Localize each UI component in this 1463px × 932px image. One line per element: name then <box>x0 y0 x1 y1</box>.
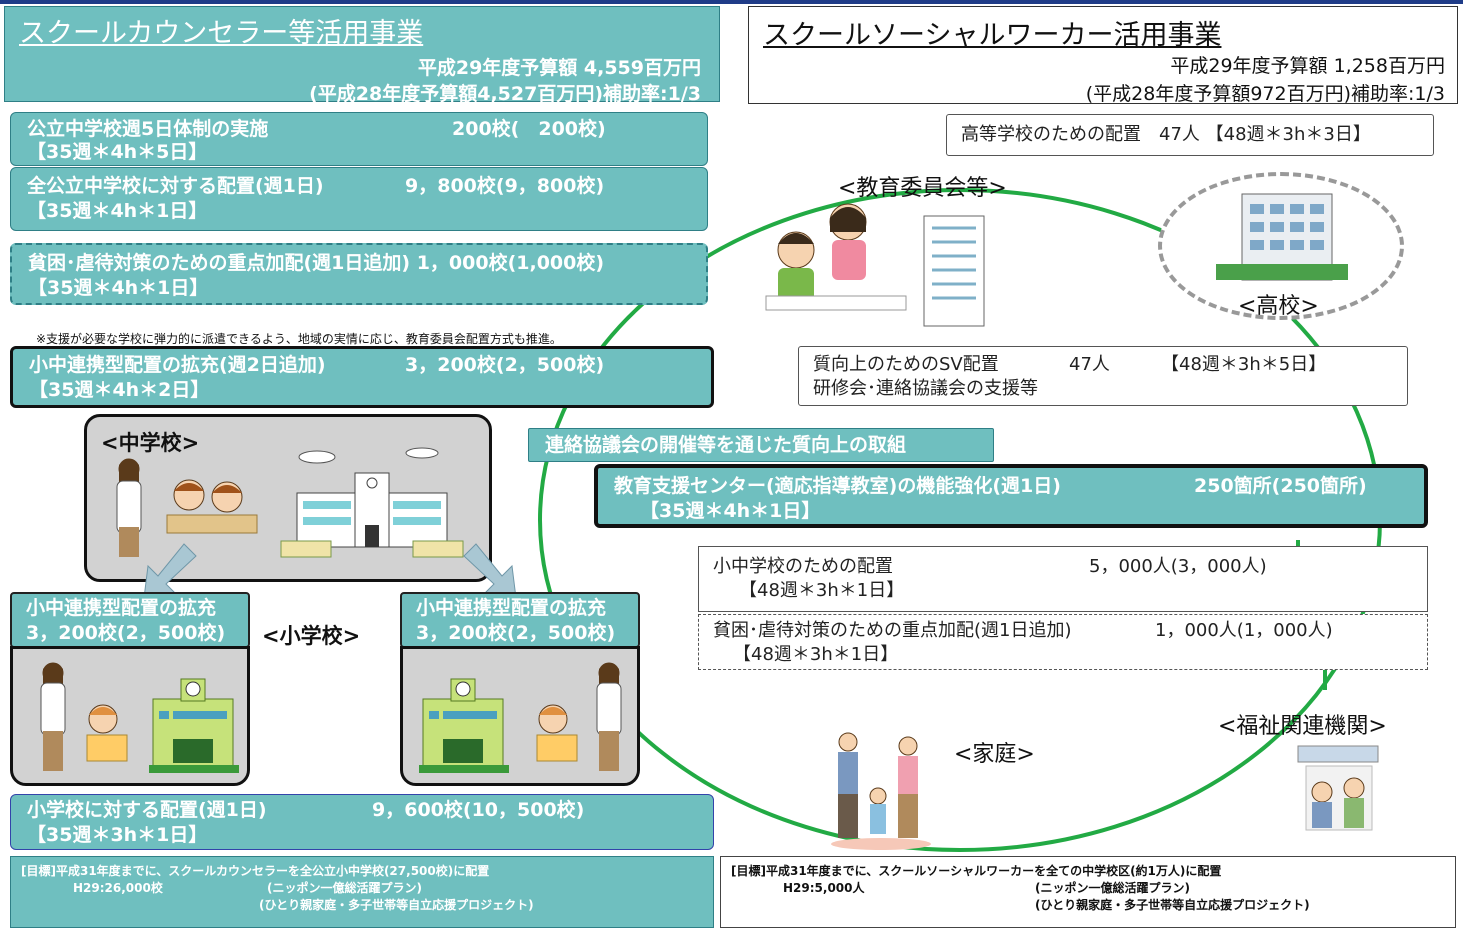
elementary-label: <小学校> <box>262 624 361 648</box>
arrow-down-left-icon <box>143 543 197 599</box>
teacher-figure <box>116 458 142 557</box>
box-label: 全公立中学校に対する配置(週1日) <box>27 175 324 197</box>
support-center-box: 教育支援センター(適応指導教室)の機能強化(週1日) 250箇所(250箇所) 【… <box>594 464 1428 528</box>
goal-h29: H29:26,000校 <box>73 881 163 895</box>
box-sub: 【35週＊4h＊1日】 <box>640 500 821 522</box>
box-value: 1，000人(1，000人) <box>1155 620 1333 641</box>
goal-plan: (ひとり親家庭・多子世帯等自立応援プロジェクト) <box>259 898 534 912</box>
box-value: 250箇所(250箇所) <box>1194 475 1367 497</box>
note-text: ※支援が必要な学校に弾力的に派遣できるよう、地域の実情に応じ、教育委員会配置方式… <box>36 332 562 346</box>
sc-header: スクールカウンセラー等活用事業 平成29年度予算額 4,559百万円 (平成28… <box>4 6 720 105</box>
box-label: 小中連携型配置の拡充 <box>26 597 217 619</box>
elem-expand-box-left: 小中連携型配置の拡充 3，200校(2，500校) <box>10 592 250 648</box>
liaison-box: 連絡協議会の開催等を通じた質向上の取組 <box>528 428 994 462</box>
goal-plan: (ニッポン一億総活躍プラン) <box>267 881 422 895</box>
box-sub: 【35週＊3h＊1日】 <box>27 824 208 846</box>
junior-high-panel: <中学校> <box>84 414 492 582</box>
box-sub: 【35週＊4h＊5日】 <box>27 141 208 163</box>
school-building-icon <box>280 447 464 558</box>
ssw-poverty-box: 貧困･虐待対策のための重点加配(週1日追加) 1，000人(1，000人) 【48… <box>698 614 1428 670</box>
box-value: 9，600校(10，500校) <box>372 799 585 821</box>
box-sub: 【48週＊3h＊5日】 <box>1161 354 1327 375</box>
elementary-panel-left <box>10 646 250 786</box>
ssw-school-placement-box: 小中学校のための配置 5，000人(3，000人) 【48週＊3h＊1日】 <box>698 546 1428 612</box>
board-scene-icon <box>765 203 985 327</box>
goal-text: [目標]平成31年度までに、スクールカウンセラーを全公立小中学校(27,500校… <box>21 864 490 878</box>
box-value: 200校( 200校) <box>452 118 606 140</box>
high-school-oval: <高校> <box>1158 172 1404 320</box>
ssw-budget: 平成29年度予算額 1,258百万円 <box>1170 55 1445 77</box>
box-label: 質向上のためのSV配置 <box>813 354 999 375</box>
goal-plan: (ニッポン一億総活躍プラン) <box>1035 881 1190 895</box>
sc-title: スクールカウンセラー等活用事業 <box>19 18 424 49</box>
board-label: <教育委員会等> <box>838 176 1007 201</box>
students-figure <box>166 479 258 534</box>
ssw-budget-prev: (平成28年度予算額972百万円)補助率:1/3 <box>1085 83 1445 105</box>
box-label: 小中連携型配置の拡充 <box>416 597 607 619</box>
box-label: 貧困･虐待対策のための重点加配(週1日追加) <box>713 620 1072 641</box>
goal-text: [目標]平成31年度までに、スクールソーシャルワーカーを全ての中学校区(約1万人… <box>731 864 1222 878</box>
elementary-panel-right <box>400 646 640 786</box>
box-sub: 【35週＊4h＊1日】 <box>27 200 208 222</box>
box-label: 貧困･虐待対策のための重点加配(週1日追加) 1，000校(1,000校) <box>28 252 605 274</box>
home-label: <家庭> <box>954 742 1035 767</box>
box-label: 教育支援センター(適応指導教室)の機能強化(週1日) <box>614 475 1061 497</box>
ssw-header: スクールソーシャルワーカー活用事業 平成29年度予算額 1,258百万円 (平成… <box>748 6 1458 105</box>
jh-link-box: 小中連携型配置の拡充(週2日追加) 3，200校(2，500校) 【35週＊4h＊… <box>10 346 714 408</box>
goal-plan: (ひとり親家庭・多子世帯等自立応援プロジェクト) <box>1035 898 1310 912</box>
box-value: 9，800校(9，800校) <box>405 175 605 197</box>
high-school-building-icon <box>1216 193 1348 281</box>
goal-box-right: [目標]平成31年度までに、スクールソーシャルワーカーを全ての中学校区(約1万人… <box>720 856 1456 928</box>
jh-5day-box: 公立中学校週5日体制の実施 200校( 200校) 【35週＊4h＊5日】 <box>10 112 708 166</box>
box-sub: 【35週＊4h＊1日】 <box>28 277 209 299</box>
box-value: 3，200校(2，500校) <box>416 622 616 644</box>
arrow-down-right-icon <box>463 543 517 599</box>
box-label: 小学校に対する配置(週1日) <box>27 799 267 821</box>
box-label: 小中連携型配置の拡充(週2日追加) <box>29 354 326 376</box>
goal-box-left: [目標]平成31年度までに、スクールカウンセラーを全公立小中学校(27,500校… <box>10 856 714 928</box>
elementary-scene-icon <box>419 662 622 773</box>
top-bar <box>0 0 1463 4</box>
welfare-label: <福祉関連機関> <box>1218 714 1387 739</box>
box-sub: 【48週＊3h＊1日】 <box>733 644 899 665</box>
box-value: 5，000人(3，000人) <box>1089 556 1267 577</box>
sc-budget: 平成29年度予算額 4,559百万円 <box>417 57 701 79</box>
jh-poverty-box: 貧困･虐待対策のための重点加配(週1日追加) 1，000校(1,000校) 【3… <box>10 243 708 305</box>
elem-placement-box: 小学校に対する配置(週1日) 9，600校(10，500校) 【35週＊3h＊1日… <box>10 794 714 850</box>
sc-budget-prev: (平成28年度予算額4,527百万円)補助率:1/3 <box>309 83 701 105</box>
box-sub: 【48週＊3h＊1日】 <box>739 580 905 601</box>
goal-h29: H29:5,000人 <box>783 881 865 895</box>
high-school-label: <高校> <box>1238 294 1319 319</box>
box-sub: 【35週＊4h＊2日】 <box>29 379 210 401</box>
junior-high-label: <中学校> <box>101 431 200 455</box>
box-label: 研修会･連絡協議会の支援等 <box>813 378 1038 399</box>
elem-expand-box-right: 小中連携型配置の拡充 3，200校(2，500校) <box>400 592 640 648</box>
box-value: 3，200校(2，500校) <box>405 354 605 376</box>
elementary-scene-icon <box>40 662 239 773</box>
box-value: 47人 <box>1069 354 1110 375</box>
ssw-title: スクールソーシャルワーカー活用事業 <box>763 20 1222 51</box>
box-label: 小中学校のための配置 <box>713 556 893 577</box>
family-icon <box>831 732 931 850</box>
box-value: 3，200校(2，500校) <box>26 622 226 644</box>
high-school-placement-box: 高等学校のための配置 47人 【48週＊3h＊3日】 <box>946 114 1434 156</box>
box-label: 公立中学校週5日体制の実施 <box>27 118 269 140</box>
sv-placement-box: 質向上のためのSV配置 47人 【48週＊3h＊5日】 研修会･連絡協議会の支援等 <box>798 346 1408 406</box>
welfare-office-icon <box>1297 745 1379 831</box>
jh-all-box: 全公立中学校に対する配置(週1日) 9，800校(9，800校) 【35週＊4h＊… <box>10 167 708 231</box>
